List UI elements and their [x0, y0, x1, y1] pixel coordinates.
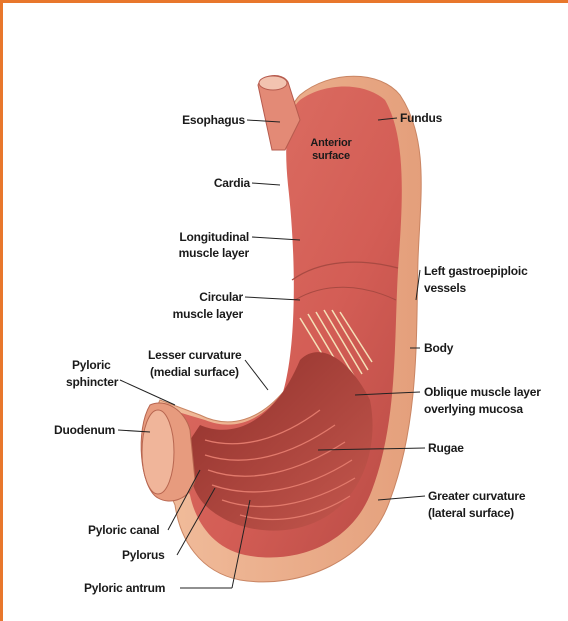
label-left-gastroepiploic: Left gastroepiploic [424, 264, 528, 278]
label-pylorus: Pylorus [122, 548, 165, 562]
label-longitudinal-muscle: Longitudinal [155, 230, 249, 244]
label-circular-muscle: Circular [155, 290, 243, 304]
label-lesser-curvature: Lesser curvature [148, 348, 242, 362]
label-pyloric-antrum: Pyloric antrum [84, 581, 165, 595]
label-pyloric-sphincter-2: sphincter [66, 375, 118, 389]
label-left-gastroepiploic-2: vessels [424, 281, 466, 295]
label-lesser-curvature-2: (medial surface) [150, 365, 239, 379]
label-cardia: Cardia [190, 176, 250, 190]
label-duodenum: Duodenum [54, 423, 115, 437]
label-pyloric-canal: Pyloric canal [88, 523, 159, 537]
label-esophagus: Esophagus [175, 113, 245, 127]
label-oblique-muscle: Oblique muscle layer [424, 385, 541, 399]
esophagus-opening [259, 76, 287, 90]
duodenum-opening [142, 410, 174, 494]
label-body: Body [424, 341, 453, 355]
label-greater-curvature-2: (lateral surface) [428, 506, 514, 520]
label-circular-muscle-2: muscle layer [155, 307, 243, 321]
label-greater-curvature: Greater curvature [428, 489, 525, 503]
label-fundus: Fundus [400, 111, 442, 125]
label-oblique-muscle-2: overlying mucosa [424, 402, 523, 416]
label-longitudinal-muscle-2: muscle layer [155, 246, 249, 260]
label-anterior-surface: Anterior surface [298, 137, 364, 163]
label-rugae: Rugae [428, 441, 464, 455]
label-pyloric-sphincter: Pyloric [72, 358, 111, 372]
